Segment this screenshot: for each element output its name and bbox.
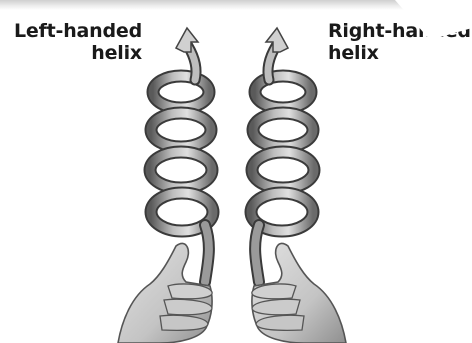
left-hand-thumbs-up-icon [118,243,212,343]
right-hand-thumbs-up-icon [252,243,346,343]
page-corner-highlight [395,0,472,40]
